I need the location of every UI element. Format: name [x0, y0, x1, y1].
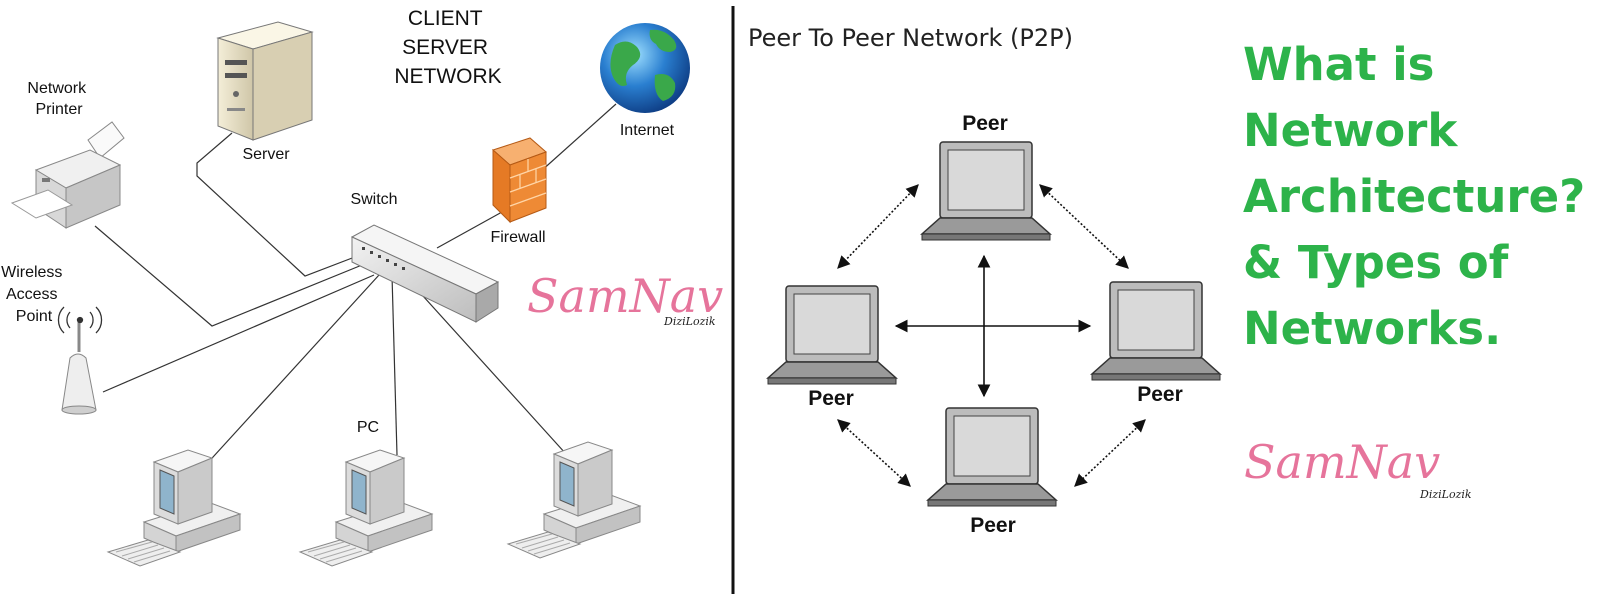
internet-label: Internet: [620, 122, 675, 139]
server-icon: [216, 21, 314, 141]
client-server-diagram: CLIENT SERVER NETWORK Server Internet: [1, 7, 690, 567]
wireless-access-point-icon: [61, 320, 97, 415]
peer-label-top: Peer: [962, 112, 1008, 135]
samnav-logo-right: SamNav DiziLozik: [1244, 435, 1472, 501]
switch-icon: [350, 224, 500, 323]
p2p-diagram: Peer To Peer Network (P2P): [748, 24, 1222, 537]
headline-text: What is Network Architecture? & Types of…: [1243, 38, 1598, 355]
pc-icon: [506, 441, 642, 559]
client-server-title: CLIENT SERVER NETWORK: [394, 7, 501, 88]
switch-label: Switch: [350, 191, 397, 208]
network-wires: [94, 103, 617, 469]
brand-subtitle-right: DiziLozik: [1419, 488, 1472, 501]
brand-name-right: SamNav: [1244, 435, 1440, 489]
brand-name: SamNav: [527, 269, 723, 323]
pc-icon: [298, 449, 434, 567]
wireless-signal-icon: [57, 306, 103, 334]
brand-subtitle: DiziLozik: [663, 315, 716, 328]
firewall-label: Firewall: [490, 229, 545, 246]
wireless-access-point-label: Wireless Access Point: [1, 264, 67, 325]
pc-label: PC: [357, 419, 379, 436]
firewall-icon: [492, 137, 547, 224]
peer-label-left: Peer: [808, 387, 854, 410]
internet-globe-icon: [600, 23, 690, 113]
network-printer-icon: [10, 121, 125, 229]
network-printer-label: Network Printer: [27, 80, 90, 118]
peer-laptop-icon: [1090, 281, 1222, 381]
peer-laptop-icon: [926, 407, 1058, 507]
p2p-title: Peer To Peer Network (P2P): [748, 24, 1073, 52]
headline: What is Network Architecture? & Types of…: [1243, 38, 1598, 355]
pc-icon: [106, 449, 242, 567]
peer-label-right: Peer: [1137, 383, 1183, 406]
p2p-connections: [837, 184, 1146, 487]
peer-laptop-icon: [920, 141, 1052, 241]
samnav-logo: SamNav DiziLozik: [527, 269, 723, 328]
peer-label-bottom: Peer: [970, 514, 1016, 537]
server-label: Server: [242, 146, 290, 163]
peer-laptop-icon: [766, 285, 898, 385]
